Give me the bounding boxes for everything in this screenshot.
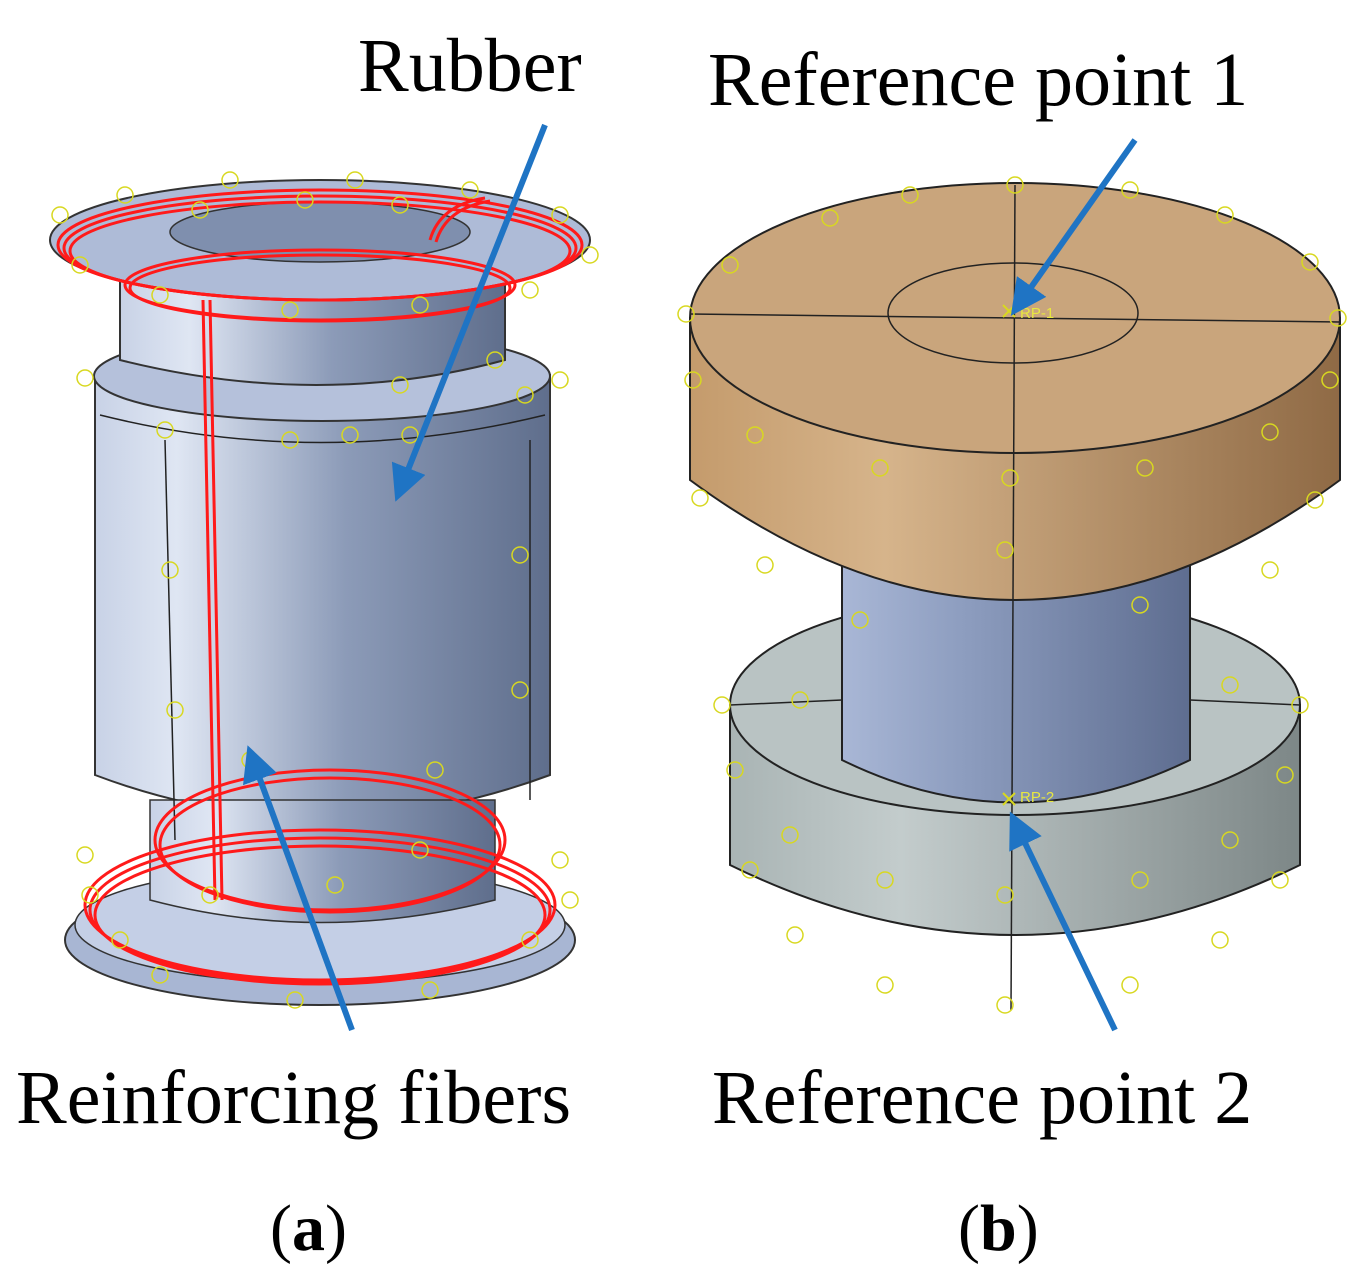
fiber-ring-bottom-inner xyxy=(153,768,507,912)
caption-b-close: ) xyxy=(1016,1192,1039,1265)
node-markers-a xyxy=(51,171,599,1009)
ref1-arrow xyxy=(1010,138,1138,316)
caption-b-open: ( xyxy=(958,1192,980,1265)
caption-b: (b) xyxy=(958,1196,1039,1262)
fibers-arrow xyxy=(243,745,355,1032)
reinforcing-fibers-label: Reinforcing fibers xyxy=(16,1056,572,1140)
rp2-marker xyxy=(1002,792,1016,806)
core-cylinder xyxy=(841,559,1191,804)
node-markers-b xyxy=(677,176,1347,1014)
caption-b-letter: b xyxy=(979,1192,1017,1265)
rubber-label: Rubber xyxy=(358,24,582,108)
arrows-a xyxy=(243,123,548,1032)
reference-point-2-label: Reference point 2 xyxy=(712,1056,1253,1140)
rubber-neck xyxy=(119,269,506,386)
fiber-vertical xyxy=(201,299,217,901)
fiber-ring-bottom-outer xyxy=(83,828,557,982)
rubber-arrow xyxy=(391,123,548,502)
caption-a: (a) xyxy=(270,1196,347,1262)
rubber-body xyxy=(94,374,551,819)
rp1-tag: RP-1 xyxy=(1020,305,1054,322)
ref2-arrow xyxy=(1009,811,1118,1032)
caption-a-open: ( xyxy=(270,1192,292,1265)
caption-a-close: ) xyxy=(324,1192,347,1265)
reference-point-1-label: Reference point 1 xyxy=(708,38,1249,122)
rp2-tag: RP-2 xyxy=(1020,789,1054,806)
arrows-b xyxy=(1009,138,1138,1032)
panel-a-model xyxy=(49,179,591,1006)
reinforcing-fibers xyxy=(56,188,584,986)
caption-a-letter: a xyxy=(291,1192,325,1265)
panel-b-model: RP-1 RP-2 xyxy=(689,182,1341,1011)
